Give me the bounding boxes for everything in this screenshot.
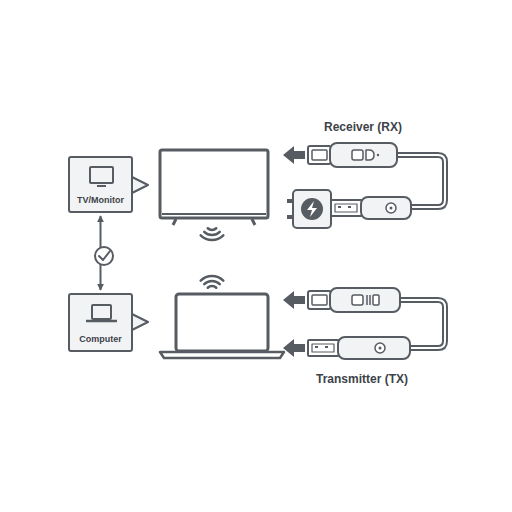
wifi-symbol [201, 228, 224, 288]
device-box: TV/Monitor [68, 156, 133, 213]
cable [395, 155, 445, 348]
device-label: TV/Monitor [77, 196, 124, 206]
laptop-illustration [160, 294, 284, 358]
tv-illustration [160, 150, 268, 225]
insert-arrow [283, 146, 305, 357]
usb-dongle [308, 337, 410, 359]
device-label: Computer [79, 335, 122, 345]
device-label: Transmitter (TX) [316, 372, 408, 386]
laptop-icon [70, 295, 134, 331]
monitor-icon [70, 158, 134, 194]
hdmi-dongle [308, 143, 397, 167]
device-label: Receiver (RX) [324, 120, 402, 134]
check-mark [95, 247, 113, 265]
usb-dongle [331, 197, 411, 219]
device-box: Computer [68, 293, 133, 352]
power-adapter [287, 190, 331, 228]
box-pointer [132, 177, 148, 193]
box-pointer [132, 314, 148, 330]
hdmi-dongle [308, 288, 400, 312]
